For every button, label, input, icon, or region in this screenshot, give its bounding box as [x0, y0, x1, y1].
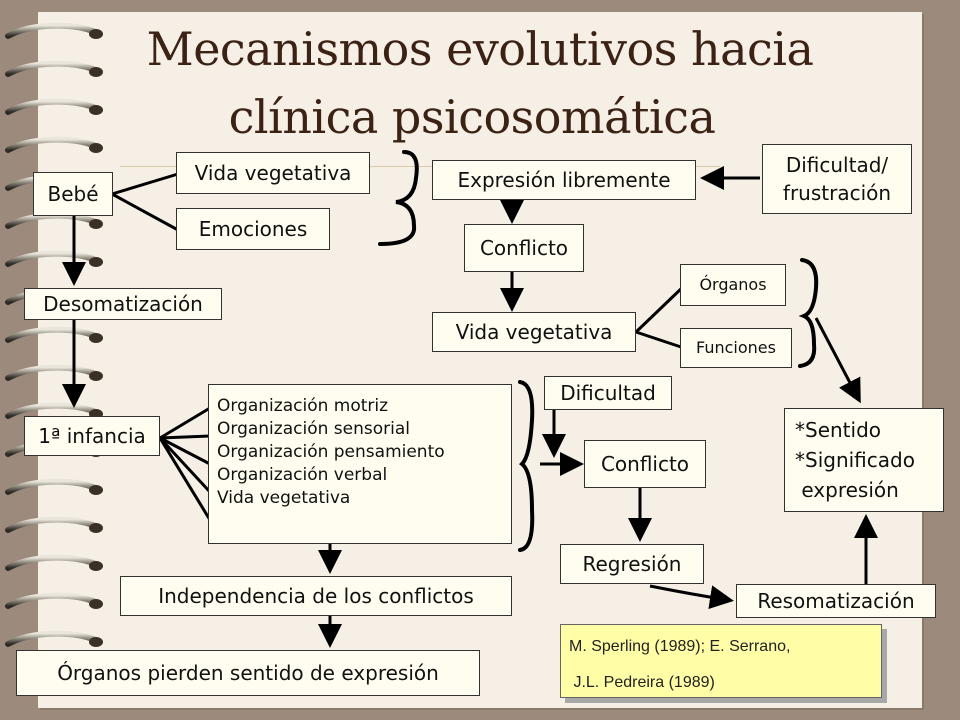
connector-line [159, 436, 211, 466]
brace-icon [518, 380, 535, 552]
node-conflicto: Conflicto [584, 440, 706, 488]
node-text: *Sentido [795, 418, 882, 442]
node-text: frustración [782, 181, 892, 205]
coil-icon [5, 478, 99, 495]
node-dificultad-frustracion: Dificultad/ frustración [762, 144, 912, 214]
connector-line [158, 436, 212, 494]
list-item: Organización sensorial [217, 419, 410, 439]
coil-icon [5, 364, 99, 381]
list-item: Organización pensamiento [217, 442, 445, 462]
reference-line: J.L. Pedreira (1989) [569, 674, 715, 691]
arrow [814, 317, 861, 404]
connector-line [111, 192, 179, 232]
list-item: Organización motriz [217, 396, 389, 416]
node-funciones: Funciones [680, 328, 792, 368]
coil-icon [5, 630, 99, 647]
node-bebe: Bebé [33, 172, 113, 216]
coil-icon [5, 402, 99, 419]
binding-hole-icon [89, 523, 103, 533]
connector-line [634, 284, 686, 334]
binding-hole-icon [89, 219, 103, 229]
binding-hole-icon [89, 485, 103, 495]
coil-icon [5, 98, 99, 115]
coil-icon [5, 250, 99, 267]
node-sentido-significado: *Sentido *Significado expresión [784, 408, 944, 512]
brace-icon [378, 150, 419, 246]
node-emociones: Emociones [176, 208, 330, 250]
reference-line: M. Sperling (1989); E. Serrano, [569, 638, 791, 655]
connector-line [158, 437, 212, 521]
node-regresion: Regresión [560, 544, 704, 584]
binding-hole-icon [89, 29, 103, 39]
node-text: *Significado [795, 448, 915, 472]
connector-line [111, 172, 179, 196]
binding-hole-icon [89, 599, 103, 609]
title-line-2: clínica psicosomática [228, 90, 716, 144]
connector-line [635, 330, 685, 350]
node-organizacion-list: Organización motriz Organización sensori… [208, 384, 512, 544]
node-dificultad: Dificultad [544, 376, 672, 410]
binding-hole-icon [89, 561, 103, 571]
binding-hole-icon [89, 143, 103, 153]
brace-icon [798, 258, 819, 368]
node-organos: Órganos [680, 264, 786, 306]
coil-icon [5, 136, 99, 153]
binding-hole-icon [89, 257, 103, 267]
node-vida-vegetativa: Vida vegetativa [432, 312, 636, 352]
node-primera-infancia: 1ª infancia [24, 416, 160, 456]
connector-line [159, 434, 211, 440]
list-item: Vida vegetativa [217, 488, 351, 508]
title-divider [120, 166, 720, 167]
node-text: Dificultad/ [785, 153, 889, 177]
coil-icon [5, 554, 99, 571]
node-resomatizacion: Resomatización [736, 584, 936, 618]
binding-hole-icon [89, 371, 103, 381]
coil-icon [5, 60, 99, 77]
node-expresion-libremente: Expresión libremente [432, 160, 696, 200]
binding-hole-icon [89, 67, 103, 77]
coil-icon [5, 516, 99, 533]
list-item: Organización verbal [217, 465, 388, 485]
coil-icon [5, 326, 99, 343]
binding-hole-icon [89, 637, 103, 647]
connector-line [159, 406, 211, 440]
node-text: expresión [795, 478, 899, 502]
node-organos-pierden: Órganos pierden sentido de expresión [16, 650, 480, 696]
node-independencia: Independencia de los conflictos [120, 576, 512, 616]
coil-icon [5, 592, 99, 609]
node-conflicto: Conflicto [464, 224, 584, 272]
coil-icon [5, 22, 99, 39]
reference-note: M. Sperling (1989); E. Serrano, J.L. Ped… [560, 624, 882, 698]
title-line-1: Mecanismos evolutivos hacia [146, 22, 814, 76]
binding-hole-icon [89, 333, 103, 343]
arrow [649, 584, 734, 610]
node-desomatizacion: Desomatización [24, 288, 222, 320]
binding-hole-icon [89, 105, 103, 115]
node-vida-vegetativa: Vida vegetativa [176, 152, 370, 194]
